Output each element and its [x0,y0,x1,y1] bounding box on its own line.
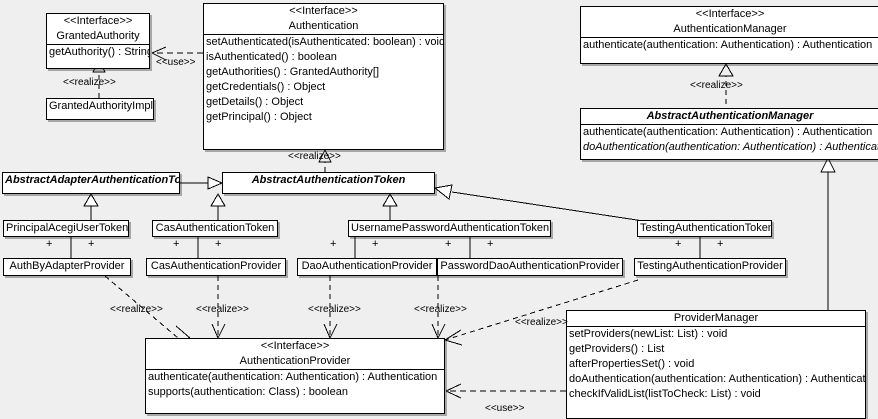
method-row: authenticate(authentication: Authenticat… [583,126,873,138]
multiplicity-marker: + [487,238,494,250]
class-box-testing-authentication-provider[interactable]: TestingAuthenticationProvider [634,258,786,276]
class-box-abstract-adapter-authentication-token[interactable]: AbstractAdapterAuthenticationToken [2,172,180,194]
class-name: TestingAuthenticationToken [640,222,772,234]
class-box-cas-authentication-provider[interactable]: CasAuthenticationProvider [146,258,286,276]
class-name: TestingAuthenticationProvider [637,260,783,272]
multiplicity-marker: + [717,238,724,250]
relationship-label-realize-cas: <<realize>> [196,304,249,315]
compartment-separator: getAuthority() : String [47,44,149,60]
method-row: getAuthority() : String [49,46,150,58]
method-row: getCredentials() : Object [206,81,326,93]
relationship-label-realize-abstract-token: <<realize>> [288,151,341,162]
class-name: DaoAuthenticationProvider [301,260,433,272]
multiplicity-marker: + [445,238,452,250]
class-name: AuthByAdapterProvider [9,260,125,272]
multiplicity-marker: + [88,238,95,250]
relationship-label-realize-authbyadapter: <<realize>> [110,304,163,315]
method-row: supports(authentication: Class) : boolea… [148,386,348,398]
realize-link-testing [444,279,639,341]
class-stereotype: <<Interface>> [63,15,133,27]
compartment-separator: setAuthenticated(isAuthenticated: boolea… [204,34,443,125]
compartment-separator: setProviders(newList: List) : void getPr… [567,326,865,402]
class-box-password-dao-authentication-provider[interactable]: PasswordDaoAuthenticationProvider [437,258,623,276]
class-name: PasswordDaoAuthenticationProvider [440,260,620,272]
class-box-granted-authority-impl[interactable]: GrantedAuthorityImpl [46,98,154,120]
method-row: setAuthenticated(isAuthenticated: boolea… [206,36,444,48]
class-name: AbstractAuthenticationToken [251,174,406,186]
class-name: PrincipalAcegiUserToken [6,222,129,234]
compartment-separator: authenticate(authentication: Authenticat… [146,369,444,400]
method-row: authenticate(authentication: Authenticat… [583,39,873,51]
class-box-principal-acegi-user-token[interactable]: PrincipalAcegiUserToken [3,220,129,237]
multiplicity-marker: + [372,238,379,250]
class-box-authentication-manager[interactable]: <<Interface>> AuthenticationManager auth… [580,6,878,64]
class-box-granted-authority[interactable]: <<Interface>> GrantedAuthority getAuthor… [46,13,150,69]
method-row: doAuthentication(authentication: Authent… [569,373,866,385]
method-row: isAuthenticated() : boolean [206,51,337,63]
class-stereotype: <<Interface>> [260,340,330,352]
method-row: checkIfValidList(listToCheck: List) : vo… [569,388,761,400]
method-row: getAuthorities() : GrantedAuthority[] [206,66,380,78]
class-name: GrantedAuthorityImpl [49,100,153,112]
class-name: CasAuthenticationProvider [150,260,282,272]
relationship-label-realize-dao: <<realize>> [308,304,361,315]
class-box-testing-authentication-token[interactable]: TestingAuthenticationToken [637,220,772,237]
method-row: getPrincipal() : Object [206,111,312,123]
class-name: AbstractAuthenticationManager [646,110,814,122]
class-name: GrantedAuthority [56,30,140,42]
class-name: ProviderManager [673,312,759,324]
class-name: AuthenticationProvider [239,355,351,367]
realize-link-authbyadapter [104,275,179,339]
compartment-separator: authenticate(authentication: Authenticat… [581,37,878,53]
method-row: afterPropertiesSet() : void [569,358,695,370]
class-name: AuthenticationManager [673,23,787,35]
method-row: getProviders() : List [569,343,665,355]
method-row: doAuthentication(authentication: Authent… [583,141,878,153]
multiplicity-marker: + [330,238,337,250]
method-row: getDetails() : Object [206,96,304,108]
method-row: authenticate(authentication: Authenticat… [148,371,438,383]
relationship-label-realize-abstract-manager: <<realize>> [690,80,743,91]
class-box-authentication-provider[interactable]: <<Interface>> AuthenticationProvider aut… [145,338,445,414]
multiplicity-marker: + [215,238,222,250]
class-stereotype: <<Interface>> [695,8,765,20]
class-box-dao-authentication-provider[interactable]: DaoAuthenticationProvider [297,258,437,276]
class-stereotype: <<Interface>> [289,5,358,17]
class-box-abstract-authentication-token[interactable]: AbstractAuthenticationToken [222,172,435,194]
class-box-auth-by-adapter-provider[interactable]: AuthByAdapterProvider [3,258,131,276]
class-box-provider-manager[interactable]: ProviderManager setProviders(newList: Li… [566,310,866,419]
class-box-authentication[interactable]: <<Interface>> Authentication setAuthenti… [203,3,444,150]
compartment-separator: authenticate(authentication: Authenticat… [581,124,878,155]
class-name: CasAuthenticationToken [155,222,275,234]
class-box-abstract-authentication-manager[interactable]: AbstractAuthenticationManager authentica… [580,108,878,160]
relationship-label-use-providermanager: <<use>> [485,403,525,414]
class-box-cas-authentication-token[interactable]: CasAuthenticationToken [152,220,278,237]
method-row: setProviders(newList: List) : void [569,328,728,340]
relationship-label-realize-testing: <<realize>> [515,317,568,328]
class-box-username-password-authentication-token[interactable]: UsernamePasswordAuthenticationToken [348,220,551,237]
multiplicity-marker: + [675,238,682,250]
generalization-testing-token [451,191,651,223]
class-name: UsernamePasswordAuthenticationToken [351,222,550,234]
multiplicity-marker: + [46,238,53,250]
multiplicity-marker: + [173,238,180,250]
relationship-label-realize-grantedauthorityimpl: <<realize>> [63,77,116,88]
class-name: AbstractAdapterAuthenticationToken [5,174,180,186]
relationship-label-realize-passworddao: <<realize>> [414,304,467,315]
relationship-label-use-authentication-grantedauthority: <<use>> [156,57,196,68]
class-name: Authentication [288,20,359,32]
